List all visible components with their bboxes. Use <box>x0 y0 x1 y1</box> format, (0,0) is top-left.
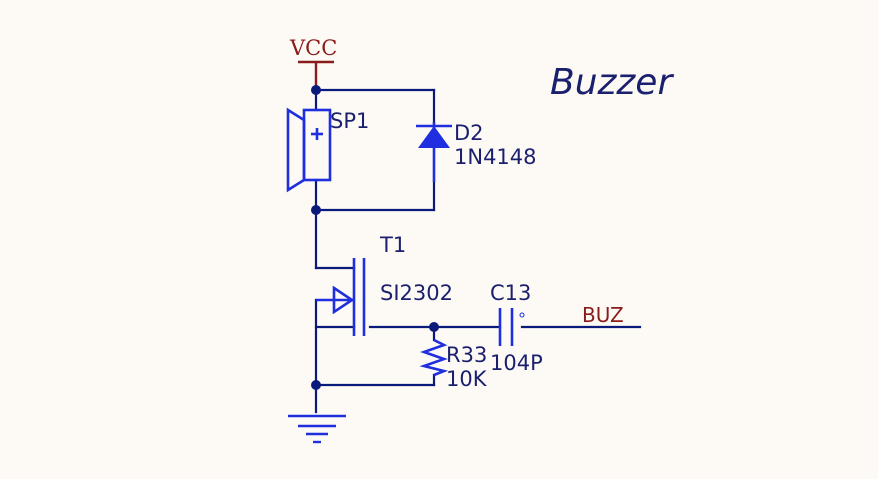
r33-value: 10K <box>446 367 488 391</box>
sp1-speaker-symbol <box>286 107 332 193</box>
c13-capacitor-symbol <box>498 308 525 346</box>
c13-ref: C13 <box>490 281 531 305</box>
junction-dots <box>311 85 439 390</box>
r33-ref: R33 <box>446 343 487 367</box>
t1-mosfet-symbol <box>316 258 366 336</box>
c13-value: 104P <box>490 351 543 375</box>
t1-value: SI2302 <box>380 281 453 305</box>
schematic-title: Buzzer <box>550 62 674 103</box>
d2-diode-symbol <box>416 122 452 182</box>
t1-ref: T1 <box>379 233 406 257</box>
vcc-label: VCC <box>289 36 337 60</box>
r33-resistor-symbol <box>419 338 449 377</box>
d2-value: 1N4148 <box>454 145 537 169</box>
sp1-ref: SP1 <box>330 109 369 133</box>
buz-net-label: BUZ <box>582 303 624 327</box>
ground-symbol <box>288 414 346 444</box>
d2-ref: D2 <box>454 121 484 145</box>
